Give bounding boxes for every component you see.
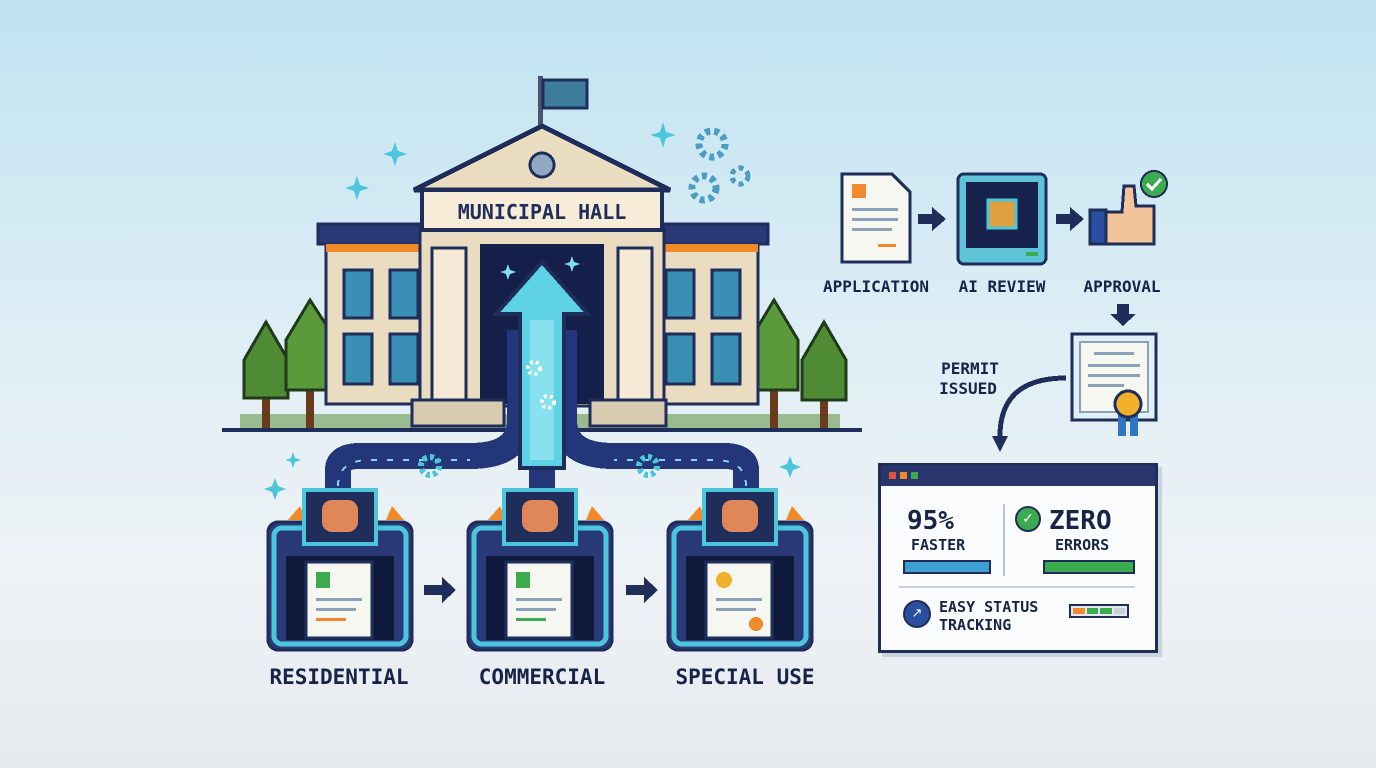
stats-window-titlebar [881, 466, 1155, 486]
tracking-status-bar [1069, 604, 1129, 618]
faster-progress-fill [905, 562, 989, 572]
building-roof [412, 123, 672, 193]
arrow-icon [1056, 207, 1084, 231]
gear-icons [688, 127, 751, 204]
stats-window: 95% FASTER ✓ ZERO ERRORS ↗ EASY STATUS T… [878, 463, 1158, 653]
flag-icon [538, 76, 589, 138]
check-circle-icon: ✓ [1015, 506, 1041, 532]
brain-icon [522, 500, 558, 532]
tree-right-icon [748, 297, 848, 428]
permit-label: PERMIT [941, 359, 999, 378]
status-segment [1113, 608, 1125, 614]
arrow-icons [424, 577, 658, 603]
stats-row-divider [899, 586, 1135, 588]
tracking-chart-icon: ↗ [903, 600, 931, 628]
arrow-icon [918, 207, 946, 231]
status-segment [1100, 608, 1112, 614]
step-label-ai-review: AI REVIEW [959, 277, 1046, 296]
ai-review-chip-icon [956, 172, 1048, 266]
step-label-application: APPLICATION [823, 277, 929, 296]
window-dot-red-icon [889, 472, 896, 479]
hall-sign-text: MUNICIPAL HALL [458, 200, 627, 224]
step-label-approval: APPROVAL [1083, 277, 1160, 296]
arrow-down-icon [1110, 304, 1136, 326]
errors-label: ERRORS [1055, 536, 1110, 554]
category-card-residential [266, 488, 414, 652]
tracking-label: TRACKING [939, 616, 1012, 634]
permit-label: ISSUED [939, 379, 997, 398]
columns [430, 246, 654, 406]
category-label: RESIDENTIAL [269, 665, 408, 689]
permit-certificate-icon [1070, 332, 1158, 436]
category-label: SPECIAL USE [675, 665, 814, 689]
status-segment [1073, 608, 1085, 614]
errors-progress-bar [1043, 560, 1135, 574]
category-label: COMMERCIAL [479, 665, 605, 689]
building-windows [342, 268, 742, 386]
thumbs-up-icon [1088, 170, 1168, 246]
faster-progress-bar [903, 560, 991, 574]
hall-sign-board [420, 188, 664, 232]
upward-arrow-icon [491, 258, 593, 470]
category-card-commercial [466, 488, 614, 652]
status-segment [1086, 608, 1098, 614]
window-dot-orange-icon [900, 472, 907, 479]
stats-divider [1003, 504, 1005, 576]
faster-label: FASTER [911, 536, 966, 554]
brain-icon [722, 500, 758, 532]
errors-value: ZERO [1049, 506, 1112, 536]
errors-progress-fill [1045, 562, 1133, 572]
tree-left-icon [242, 297, 338, 428]
application-document-icon [840, 172, 912, 264]
window-dot-green-icon [911, 472, 918, 479]
curved-arrow [997, 375, 1067, 437]
brain-icon [322, 500, 358, 532]
tracking-label: EASY STATUS [939, 598, 1039, 616]
faster-value: 95% [907, 506, 954, 536]
category-card-special-use [666, 488, 814, 652]
